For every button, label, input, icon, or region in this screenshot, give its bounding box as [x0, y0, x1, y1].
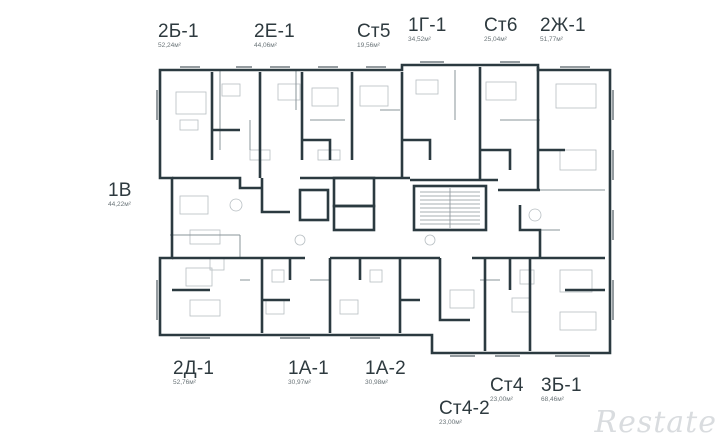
unit-code: 3Б-1 [541, 375, 582, 396]
unit-code: Ст5 [357, 21, 391, 42]
unit-area: 19,56м² [357, 42, 380, 49]
unit-label-2b1: 2Б-1 52,24м² [158, 22, 199, 50]
unit-label-1g1: 1Г-1 34,52м² [408, 16, 447, 44]
unit-area: 52,24м² [158, 42, 181, 49]
furniture-layer [175, 79, 597, 331]
unit-label-2zh1: 2Ж-1 51,77м² [540, 16, 586, 44]
unit-code: 2Д-1 [173, 358, 215, 379]
unit-code: 2Е-1 [254, 21, 295, 42]
unit-code: 1Г-1 [408, 15, 447, 36]
stair-core [420, 188, 480, 228]
unit-code: 1А-1 [288, 358, 329, 379]
unit-code: Ст6 [484, 15, 518, 36]
unit-area: 44,22м² [108, 201, 131, 208]
unit-label-1a1: 1А-1 30,97м² [288, 359, 329, 387]
unit-label-st4: Ст4 23,00м² [490, 376, 524, 404]
unit-area: 23,00м² [490, 396, 513, 403]
unit-label-1v: 1В 44,22м² [108, 181, 132, 209]
unit-label-2d1: 2Д-1 52,76м² [173, 359, 214, 387]
unit-area: 34,52м² [408, 36, 431, 43]
unit-code: 1В [108, 180, 132, 201]
walls [158, 63, 612, 355]
unit-code: 1А-2 [365, 358, 406, 379]
unit-area: 52,76м² [173, 379, 196, 386]
unit-area: 51,77м² [540, 36, 563, 43]
unit-code: 2Б-1 [158, 21, 199, 42]
unit-area: 25,04м² [484, 36, 507, 43]
unit-area: 30,97м² [288, 379, 311, 386]
unit-area: 23,00м² [439, 419, 462, 426]
unit-area: 44,06м² [254, 42, 277, 49]
unit-code: Ст4 [490, 375, 524, 396]
unit-label-st6: Ст6 25,04м² [484, 16, 518, 44]
unit-code: 2Ж-1 [540, 15, 586, 36]
window-marks [156, 61, 614, 357]
unit-label-3b1: 3Б-1 68,46м² [541, 376, 582, 404]
unit-label-1a2: 1А-2 30,98м² [365, 359, 406, 387]
watermark-logo: Restate [594, 405, 717, 440]
unit-code: Ст4-2 [439, 398, 490, 419]
unit-label-2e1: 2Е-1 44,06м² [254, 22, 295, 50]
unit-area: 30,98м² [365, 379, 388, 386]
unit-label-st42: Ст4-2 23,00м² [439, 399, 490, 427]
unit-label-st5: Ст5 19,56м² [357, 22, 391, 50]
unit-area: 68,46м² [541, 396, 564, 403]
